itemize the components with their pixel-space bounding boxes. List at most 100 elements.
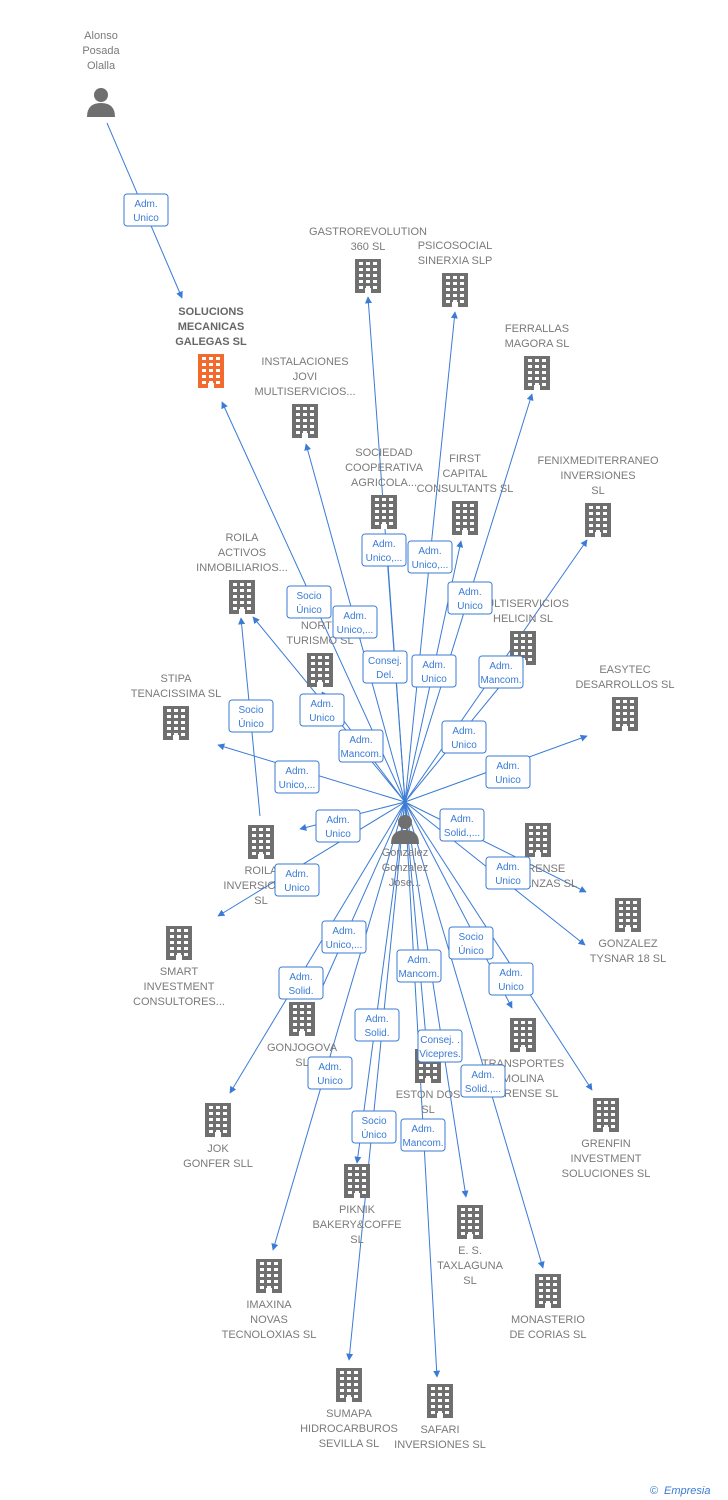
role-badge[interactable]: Adm.Unico — [441, 720, 487, 754]
role-badge[interactable]: Consej.Del. — [362, 650, 408, 684]
role-badge[interactable]: Adm.Unico,... — [407, 540, 453, 574]
node-label-line: SAFARI — [420, 1424, 459, 1436]
role-badge[interactable]: Adm.Unico,... — [274, 760, 320, 794]
role-badge[interactable]: Adm.Unico — [123, 193, 169, 227]
relation-edge-piknik — [354, 801, 406, 1164]
node-label-line: BAKERY&COFFE — [312, 1219, 401, 1231]
role-badge-text: Unico — [495, 775, 521, 786]
node-label-line: ROILA — [244, 865, 278, 877]
role-badge-text: Socio — [361, 1116, 386, 1127]
role-badge-text: Unico,... — [412, 560, 449, 571]
building-icon — [163, 706, 189, 740]
role-badge[interactable]: Adm.Unico — [307, 1056, 353, 1090]
node-label-line: STIPA — [161, 673, 193, 685]
role-badge-text: Adm. — [343, 611, 366, 622]
role-badge[interactable]: Adm.Unico,... — [321, 920, 367, 954]
role-badge-text: Adm. — [411, 1124, 434, 1135]
node-label-line: GRENFIN — [581, 1138, 631, 1150]
role-badge[interactable]: Adm.Unico — [274, 863, 320, 897]
relation-edge-smart — [217, 801, 406, 917]
role-badge-box — [400, 1118, 446, 1152]
role-badge-text: Único — [296, 603, 322, 616]
role-badge[interactable]: Adm.Unico,... — [361, 533, 407, 567]
company-node-instal[interactable]: INSTALACIONESJOVIMULTISERVICIOS... — [254, 356, 356, 438]
role-badge[interactable]: Adm.Mancom. — [478, 655, 524, 689]
node-label-line: DE CORIAS SL — [509, 1329, 586, 1341]
node-label-line: SL — [350, 1234, 363, 1246]
role-badge-text: Adm. — [289, 972, 312, 983]
role-badge[interactable]: Consej. .Vicepres. — [417, 1029, 463, 1063]
node-label-line: DESARROLLOS SL — [575, 679, 674, 691]
building-icon — [442, 273, 468, 307]
role-badge[interactable]: Adm.Solid.,... — [439, 808, 485, 842]
company-node-sociedad[interactable]: SOCIEDADCOOPERATIVAAGRICOLA... — [345, 447, 424, 529]
node-label-line: ACTIVOS — [218, 547, 266, 559]
relation-edge-ourense — [404, 801, 587, 893]
role-badge[interactable]: Adm.Unico — [447, 581, 493, 615]
role-badge[interactable]: Adm.Solid. — [354, 1008, 400, 1042]
node-label-line: SL — [254, 895, 267, 907]
person-node-gonzalez[interactable]: GonzalezGonzalezJose... — [382, 815, 428, 889]
role-badge-text: Adm. — [499, 968, 522, 979]
node-label-line: FERRALLAS — [505, 323, 569, 335]
role-badge[interactable]: Adm. Unico — [485, 856, 531, 890]
role-badge[interactable]: Adm.Unico — [299, 693, 345, 727]
role-badge[interactable]: Adm.Mancom. — [400, 1118, 446, 1152]
building-icon — [593, 1098, 619, 1132]
company-node-smart[interactable]: SMARTINVESTMENTCONSULTORES... — [133, 926, 225, 1008]
role-badge[interactable]: Adm.Solid. — [278, 966, 324, 1000]
node-label-line: MULTISERVICIOS... — [254, 386, 355, 398]
role-badge[interactable]: Adm.Unico — [411, 654, 457, 688]
role-badge-text: Del. — [376, 670, 394, 681]
role-badge[interactable]: Adm.Unico — [485, 755, 531, 789]
role-badge-box — [307, 1056, 353, 1090]
role-badge-text: Unico — [325, 829, 351, 840]
building-icon — [535, 1274, 561, 1308]
role-badge-box — [460, 1064, 506, 1098]
node-label-line: INVESTMENT — [571, 1153, 642, 1165]
role-badge-text: Adm. — [496, 862, 519, 873]
building-icon — [289, 1002, 315, 1036]
role-badge-text: Adm. — [285, 766, 308, 777]
role-badge-box — [354, 1008, 400, 1042]
role-badge[interactable]: Adm.Solid.,... — [460, 1064, 506, 1098]
role-badge[interactable]: Adm.Unico — [315, 809, 361, 843]
role-badge-text: Mancom. — [480, 675, 521, 686]
role-badge-text: Unico — [309, 713, 335, 724]
role-badge-text: Único — [238, 717, 264, 730]
company-node-roila1[interactable]: ROILAACTIVOSINMOBILIARIOS... — [196, 532, 288, 614]
role-badge[interactable]: Adm.Unico,... — [332, 605, 378, 639]
role-badge[interactable]: Adm.Unico — [488, 962, 534, 996]
role-badge[interactable]: Adm.Mancom. — [338, 729, 384, 763]
role-badge[interactable]: Adm.Mancom. — [396, 949, 442, 983]
relation-edge-safari — [404, 801, 441, 1378]
role-badge-text: Unico — [495, 876, 521, 887]
role-badge-text: Vicepres. — [419, 1049, 461, 1060]
role-badge-box — [362, 650, 408, 684]
